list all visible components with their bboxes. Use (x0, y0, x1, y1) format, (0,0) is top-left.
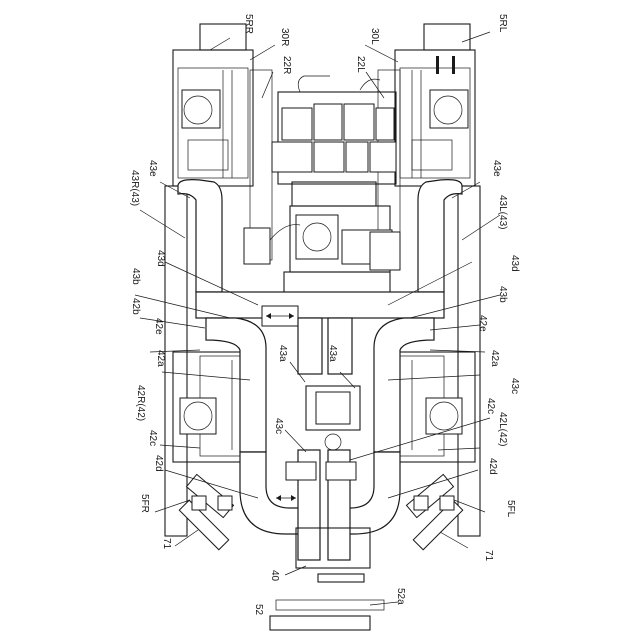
label-43r: 43R(43) (129, 170, 140, 206)
label-43e-right: 43e (491, 160, 502, 177)
front-brackets (179, 474, 462, 549)
label-71-right: 71 (483, 550, 494, 562)
label-42c-right: 42c (485, 398, 496, 414)
label-42l: 42L(42) (497, 412, 508, 446)
label-22r: 22R (281, 56, 292, 74)
label-42e-right: 42e (477, 315, 488, 332)
label-5fr: 5FR (139, 494, 150, 513)
label-40: 40 (269, 570, 280, 582)
label-42d-left: 42d (153, 455, 164, 472)
label-30l: 30L (369, 28, 380, 45)
label-52: 52 (253, 604, 264, 616)
label-43d-left: 43d (155, 250, 166, 267)
label-43c-right: 43c (509, 378, 520, 394)
label-42a-left: 42a (155, 350, 166, 367)
label-43l: 43L(43) (497, 195, 508, 229)
label-42r: 42R(42) (135, 385, 146, 421)
label-43b-left: 43b (130, 268, 141, 285)
label-43d-right: 43d (509, 255, 520, 272)
label-52a: 52a (395, 588, 406, 605)
rear-left-wheel (395, 24, 475, 186)
label-43b-right: 43b (497, 286, 508, 303)
label-42c-left: 42c (147, 430, 158, 446)
label-5fl: 5FL (505, 500, 516, 518)
label-71-left: 71 (161, 538, 172, 550)
label-42d-right: 42d (487, 458, 498, 475)
label-30r: 30R (279, 28, 290, 46)
label-43a-left: 43a (277, 345, 288, 362)
label-5rl: 5RL (497, 14, 508, 33)
label-42b-left: 42b (130, 298, 141, 315)
label-42e-left: 42e (153, 318, 164, 335)
center-machinery (244, 76, 400, 302)
label-43e-left: 43e (147, 160, 158, 177)
label-5rr: 5RR (243, 14, 254, 34)
duct-43 (178, 180, 462, 374)
label-43c-left: 43c (273, 418, 284, 434)
label-22l: 22L (355, 56, 366, 73)
front-left-wheel (395, 352, 475, 462)
label-43a-mid: 43a (327, 345, 338, 362)
label-42a-right: 42a (489, 350, 500, 367)
